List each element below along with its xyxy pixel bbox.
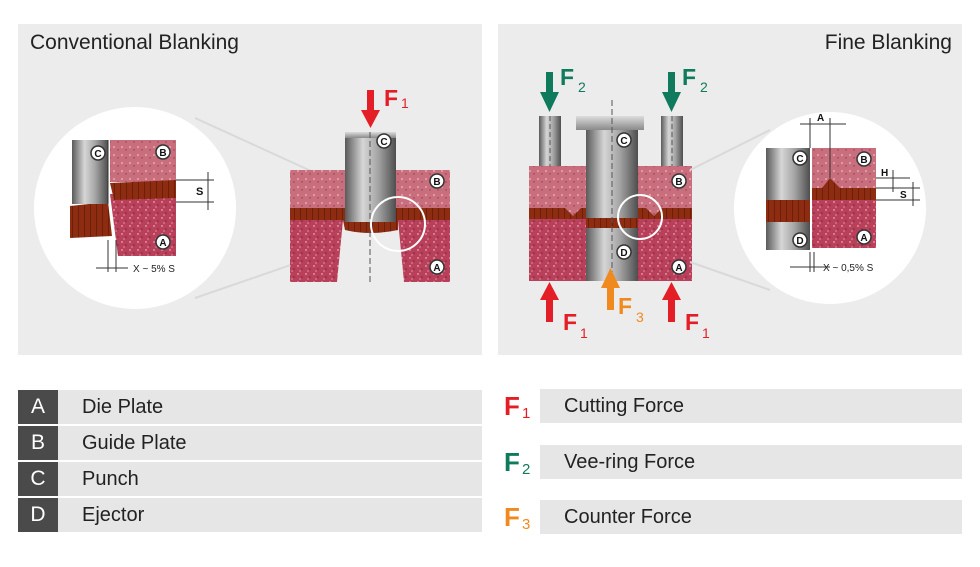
conv-die-a-label: A <box>433 263 440 274</box>
conv-detail-c-label: C <box>94 149 101 160</box>
conv-f1-symbol: F <box>384 85 398 111</box>
conv-cutting-force-arrow: F 1 <box>361 85 409 128</box>
legend-row-cutting-force: F 1 Cutting Force <box>498 387 962 427</box>
counter-force-arrow: F 3 <box>601 268 644 325</box>
f2-left-sub: 2 <box>578 79 586 95</box>
legend-key: B <box>18 426 58 460</box>
conventional-title: Conventional Blanking <box>30 31 239 54</box>
fine-clearance-label: X ~ 0,5% S <box>823 263 874 274</box>
f2-left-symbol: F <box>560 64 574 90</box>
force-label: Cutting Force <box>564 394 685 417</box>
fine-punch-c-label: C <box>620 136 627 147</box>
conv-f1-sub: 1 <box>401 95 409 111</box>
force-symbol: F 1 <box>498 387 540 427</box>
force-symbol-sub: 1 <box>522 405 531 422</box>
force-symbol-letter: F <box>504 502 520 532</box>
force-symbol-sub: 3 <box>522 516 531 533</box>
conv-guide-b-label: B <box>433 177 440 188</box>
fine-detail-a-label: A <box>860 233 867 244</box>
f1-right-sub: 1 <box>702 325 710 341</box>
fine-detail-c-label: C <box>796 154 803 165</box>
legend-key: A <box>18 390 58 424</box>
f3-symbol: F <box>618 293 632 319</box>
fine-detail-magnifier: C B D A A H S X ~ 0,5% S <box>734 112 926 304</box>
cutting-force-arrow-right: F 1 <box>662 282 710 341</box>
fine-tooling: C B D A <box>529 100 692 281</box>
f1-left-sub: 1 <box>580 325 588 341</box>
force-symbol: F 3 <box>498 498 540 538</box>
legend-row-guide-plate: B Guide Plate <box>18 426 482 460</box>
conv-clearance-label: X ~ 5% S <box>133 264 175 275</box>
legend-label: Die Plate <box>82 395 164 418</box>
conventional-tooling: C B A <box>290 132 450 282</box>
legend-label: Punch <box>82 467 139 490</box>
fine-ejector-d-label: D <box>620 248 627 259</box>
force-symbol-sub: 2 <box>522 461 531 478</box>
legend-label: Guide Plate <box>82 431 187 454</box>
fine-die-a-label: A <box>675 263 682 274</box>
f2-right-symbol: F <box>682 64 696 90</box>
veering-force-arrow-left: F 2 <box>540 64 586 112</box>
fine-thickness-s-label: S <box>900 190 907 201</box>
veering-force-arrow-right: F 2 <box>662 64 708 112</box>
fine-detail-b-label: B <box>860 155 867 166</box>
legend-label: Ejector <box>82 503 145 526</box>
f1-right-symbol: F <box>685 309 699 335</box>
legend-row-counter-force: F 3 Counter Force <box>498 498 962 538</box>
legend-key: D <box>18 498 58 532</box>
fine-guide-b-label: B <box>675 177 682 188</box>
f3-sub: 3 <box>636 309 644 325</box>
legend-row-die-plate: A Die Plate <box>18 390 482 424</box>
force-symbol: F 2 <box>498 443 540 483</box>
force-label: Counter Force <box>564 505 692 528</box>
conv-detail-b-label: B <box>159 148 166 159</box>
f1-left-symbol: F <box>563 309 577 335</box>
fine-height-h-label: H <box>881 168 888 179</box>
force-label: Vee-ring Force <box>564 450 696 473</box>
legend-row-ejector: D Ejector <box>18 498 482 532</box>
legend-row-punch: C Punch <box>18 462 482 496</box>
force-symbol-letter: F <box>504 447 520 477</box>
fine-veering-a-label: A <box>817 113 824 124</box>
conventional-detail-magnifier: C B A S X ~ 5% S <box>34 107 236 309</box>
conv-thickness-s-label: S <box>196 186 203 198</box>
force-symbol-letter: F <box>504 391 520 421</box>
f2-right-sub: 2 <box>700 79 708 95</box>
fine-detail-d-label: D <box>796 236 803 247</box>
legend-key: C <box>18 462 58 496</box>
conv-detail-a-label: A <box>159 238 166 249</box>
legend-row-veering-force: F 2 Vee-ring Force <box>498 443 962 483</box>
conv-punch-c-label: C <box>380 137 387 148</box>
fine-title: Fine Blanking <box>824 31 952 54</box>
cutting-force-arrow-left: F 1 <box>540 282 588 341</box>
